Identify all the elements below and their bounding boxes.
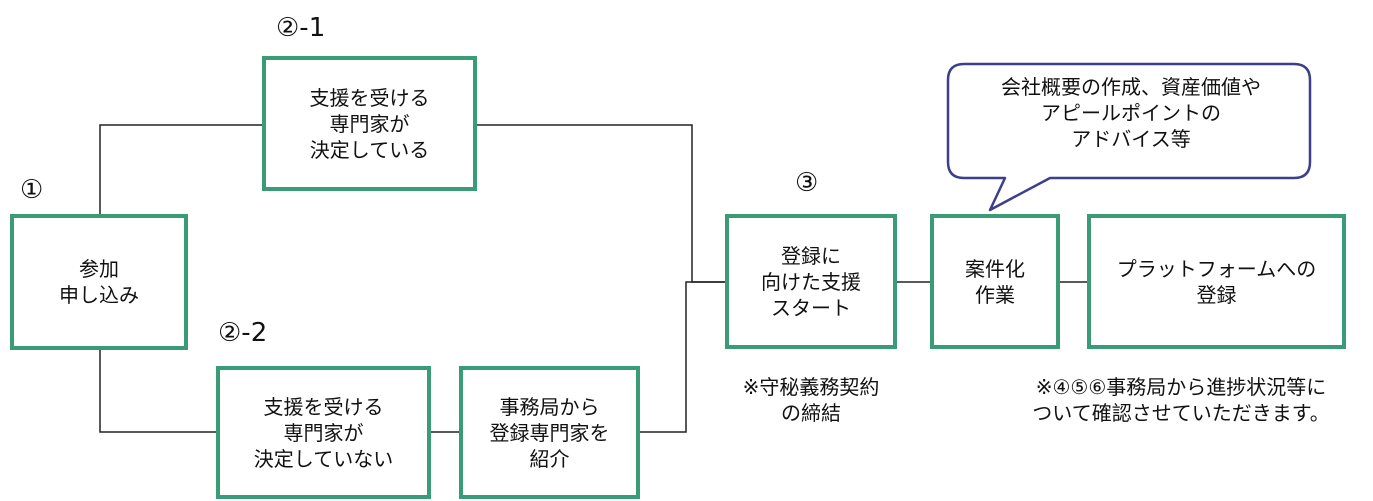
step-3-label: ③ xyxy=(795,168,819,198)
connector-decided-to-start xyxy=(476,124,727,283)
expert-not-decided-box: 支援を受ける 専門家が 決定していない xyxy=(216,366,431,499)
advice-bubble-text: 会社概要の作成、資産価値や アピールポイントの アドバイス等 xyxy=(1001,75,1261,151)
case-work-box: 案件化 作業 xyxy=(930,214,1060,349)
confidentiality-note: ※守秘義務契約 の締結 xyxy=(742,375,880,425)
speech-bubble-shape xyxy=(946,62,1312,212)
step-2-2-label: ②-2 xyxy=(218,318,268,348)
expert-decided-box: 支援を受ける 専門家が 決定している xyxy=(262,56,477,191)
step-2-1-label: ②-1 xyxy=(276,13,326,43)
connector-office-to-start xyxy=(639,281,727,433)
platform-register-box: プラットフォームへの 登録 xyxy=(1087,214,1346,349)
support-start-box: 登録に 向けた支援 スタート xyxy=(725,214,897,349)
office-introduce-box: 事務局から 登録専門家を 紹介 xyxy=(459,366,640,499)
apply-box: 参加 申し込み xyxy=(10,214,188,350)
progress-note: ※④⑤⑥事務局から進捗状況等に ついて確認させていただきます。 xyxy=(1032,375,1330,425)
connector-apply-to-decided xyxy=(99,124,264,215)
step-1-label: ① xyxy=(20,175,44,205)
connector-apply-to-not-decided xyxy=(99,349,218,433)
